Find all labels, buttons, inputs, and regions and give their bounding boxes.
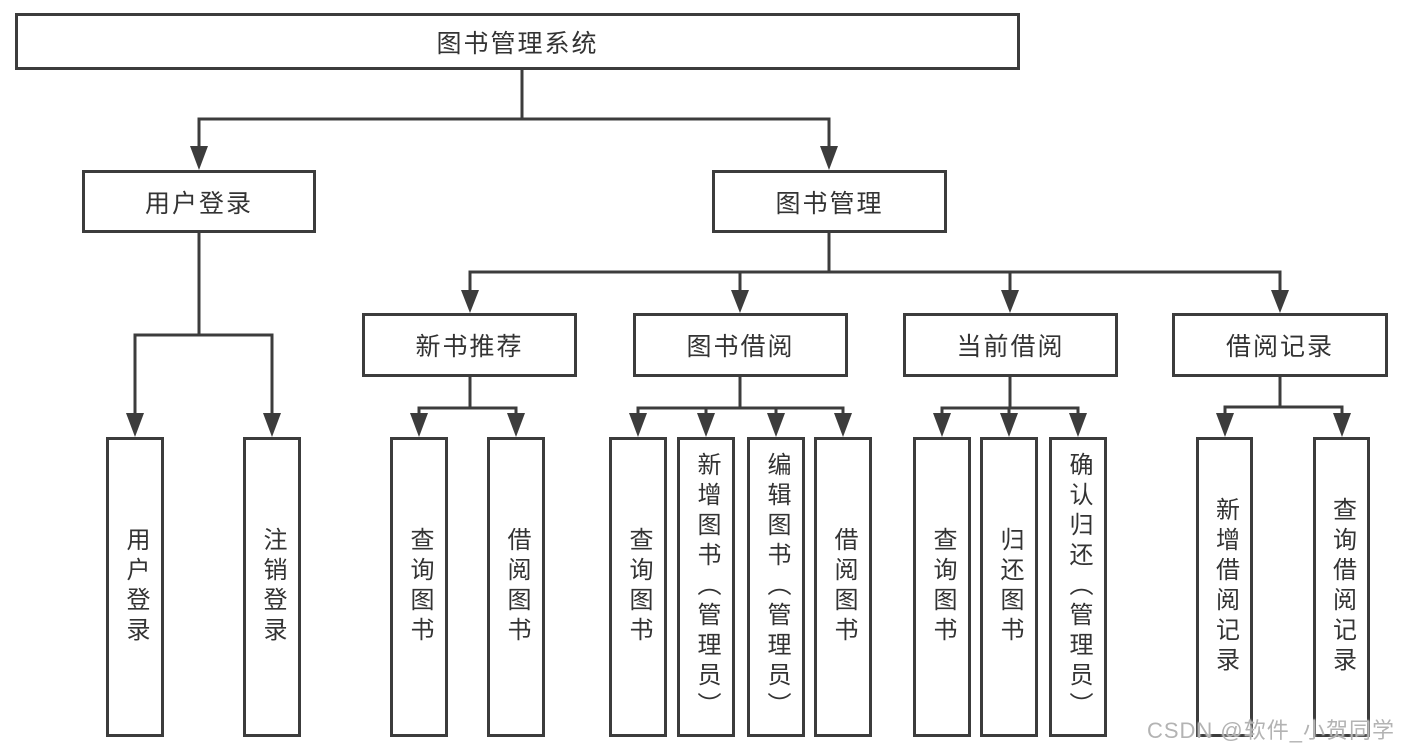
node-label: 当前借阅 — [956, 333, 1065, 361]
node-user-login: 用户登录 — [82, 170, 316, 233]
node-label: 新书推荐 — [415, 333, 524, 361]
node-label: 借阅记录 — [1225, 333, 1334, 361]
leaf-user-login: 用户登录 — [106, 437, 164, 737]
node-new-book-recommend: 新书推荐 — [362, 313, 577, 377]
node-label: 注销登录 — [259, 527, 286, 647]
node-label: 图书管理 — [775, 189, 884, 218]
node-label: 编辑图书（管理员） — [763, 452, 790, 722]
node-label: 查询图书 — [929, 527, 956, 647]
leaf-recommend-query-book: 查询图书 — [390, 437, 448, 737]
node-label: 查询图书 — [406, 527, 433, 647]
leaf-logout: 注销登录 — [243, 437, 301, 737]
node-book-management: 图书管理 — [712, 170, 947, 233]
leaf-current-query-book: 查询图书 — [913, 437, 971, 737]
leaf-records-add-record: 新增借阅记录 — [1196, 437, 1253, 737]
node-current-borrow: 当前借阅 — [903, 313, 1118, 377]
leaf-borrow-edit-book-admin: 编辑图书（管理员） — [747, 437, 805, 737]
node-label: 查询图书 — [625, 527, 652, 647]
node-label: 用户登录 — [144, 189, 253, 218]
node-label: 确认归还（管理员） — [1065, 452, 1092, 722]
node-label: 图书管理系统 — [436, 29, 599, 58]
leaf-recommend-borrow-book: 借阅图书 — [487, 437, 545, 737]
node-label: 借阅图书 — [503, 527, 530, 647]
node-label: 新增图书（管理员） — [693, 452, 720, 722]
csdn-watermark: CSDN @软件_小贺同学 — [1146, 718, 1395, 743]
leaf-borrow-borrow-book: 借阅图书 — [814, 437, 872, 737]
node-label: 新增借阅记录 — [1211, 497, 1239, 677]
leaf-current-confirm-return-admin: 确认归还（管理员） — [1049, 437, 1107, 737]
node-label: 查询借阅记录 — [1328, 497, 1356, 677]
leaf-borrow-add-book-admin: 新增图书（管理员） — [677, 437, 735, 737]
node-system-root: 图书管理系统 — [15, 13, 1020, 70]
node-label: 用户登录 — [122, 527, 149, 647]
leaf-records-query-record: 查询借阅记录 — [1313, 437, 1370, 737]
node-book-borrow: 图书借阅 — [633, 313, 848, 377]
leaf-current-return-book: 归还图书 — [980, 437, 1038, 737]
node-borrow-records: 借阅记录 — [1172, 313, 1388, 377]
leaf-borrow-query-book: 查询图书 — [609, 437, 667, 737]
node-label: 图书借阅 — [686, 333, 795, 361]
node-label: 归还图书 — [996, 527, 1023, 647]
node-label: 借阅图书 — [830, 527, 857, 647]
